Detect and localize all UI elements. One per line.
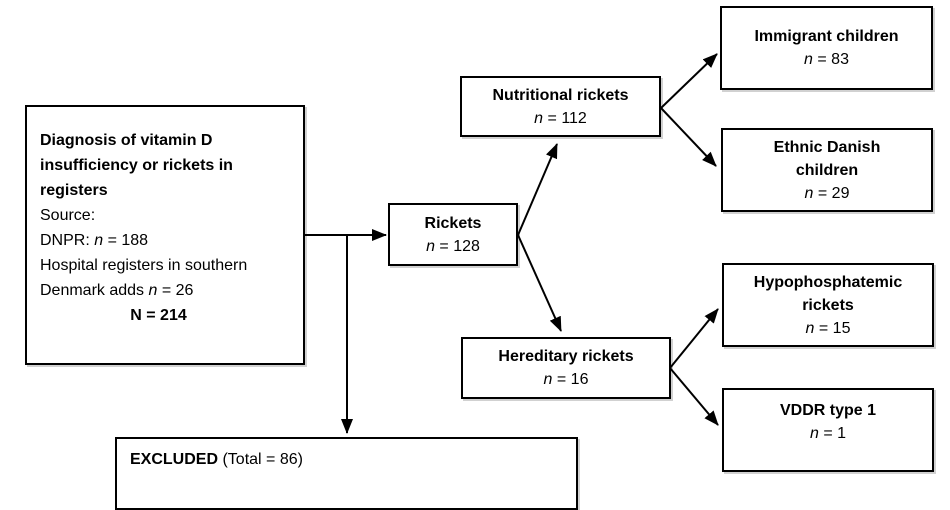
- hereditary-count: n = 16: [543, 371, 589, 388]
- vddr-title: VDDR type 1: [779, 402, 877, 419]
- arrow-rickets-to-nutritional: [517, 143, 558, 236]
- hereditary-title: Hereditary rickets: [498, 348, 634, 365]
- excluded-box: EXCLUDED (Total = 86): [115, 437, 578, 510]
- diagnosis-source-label: Source:: [40, 207, 96, 224]
- arrow-nutritional-to-immigrant: [660, 53, 718, 109]
- vddr-count: n = 1: [809, 425, 847, 442]
- diagnosis-hospital-line1: Hospital registers in southern: [40, 257, 248, 274]
- hypophosphatemic-title-line: rickets: [802, 296, 854, 314]
- immigrant-title: Immigrant children: [754, 28, 899, 45]
- rickets-title: Rickets: [424, 214, 482, 232]
- hereditary-rickets-box: Hereditary rickets n = 16: [461, 337, 671, 399]
- immigrant-children-box: Immigrant children n = 83: [720, 6, 933, 90]
- excluded-total: (Total = 86): [218, 451, 303, 468]
- diagnosis-total: N = 214: [130, 307, 187, 324]
- ethnic-title-line: Ethnic Danish: [773, 138, 881, 156]
- diagnosis-title-line: Diagnosis of vitamin D: [40, 132, 213, 149]
- hypophosphatemic-title-line: Hypophosphatemic: [753, 273, 903, 291]
- diagnosis-title-line: insufficiency or rickets in: [40, 157, 233, 174]
- arrow-rickets-to-hereditary: [517, 234, 562, 332]
- rickets-count: n = 128: [426, 237, 480, 255]
- nutritional-count: n = 112: [534, 109, 587, 127]
- arrow-hereditary-to-vddr: [669, 367, 719, 426]
- rickets-box: Rickets n = 128: [388, 203, 518, 266]
- flowchart-diagram: Diagnosis of vitamin D insufficiency or …: [25, 6, 934, 510]
- ethnic-title-line: children: [795, 161, 859, 179]
- diagnosis-dnpr-line: DNPR: n = 188: [40, 232, 149, 249]
- diagnosis-box: Diagnosis of vitamin D insufficiency or …: [25, 105, 305, 365]
- excluded-label: EXCLUDED: [130, 451, 219, 468]
- nutritional-title: Nutritional rickets: [492, 86, 629, 104]
- ethnic-count: n = 29: [804, 184, 850, 202]
- hypophosphatemic-rickets-box: Hypophosphatemic rickets n = 15: [722, 263, 934, 347]
- arrow-nutritional-to-ethnic: [660, 107, 717, 167]
- immigrant-count: n = 83: [804, 51, 849, 68]
- vddr-type1-box: VDDR type 1 n = 1: [722, 388, 934, 472]
- nutritional-rickets-box: Nutritional rickets n = 112: [460, 76, 661, 137]
- arrow-hereditary-to-hypophosphatemic: [669, 308, 719, 369]
- hypophosphatemic-count: n = 15: [805, 319, 851, 337]
- diagnosis-title-line: registers: [40, 182, 108, 199]
- ethnic-danish-children-box: Ethnic Danish children n = 29: [721, 128, 933, 212]
- diagnosis-hospital-line2: Denmark adds n = 26: [40, 282, 194, 299]
